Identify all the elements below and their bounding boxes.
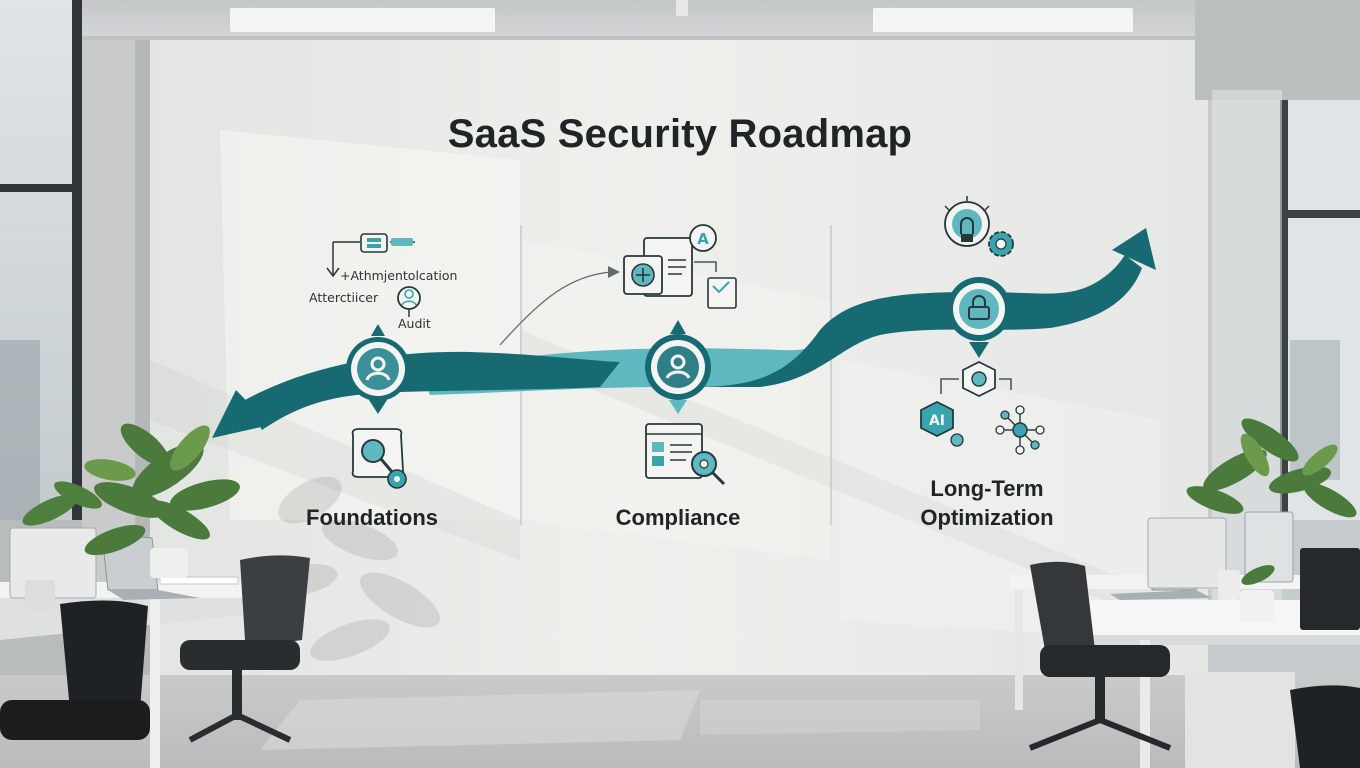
svg-text:A: A [697,230,709,248]
authentication-label: +Athmjentolcation [340,268,458,283]
roadmap-title: SaaS Security Roadmap [447,112,913,156]
audit-label: Audit [398,316,431,331]
lightbulb-gear-icon [944,196,1014,257]
document-checklist-icon: A [623,224,737,309]
browser-gear-icon [645,423,726,486]
ai-hexagon-icon: AI [920,360,1012,447]
phase-label-long-term-line2: Optimization [920,505,1054,530]
phase-label-foundations: Foundations [306,505,438,530]
phase-label-long-term-line1: Long-Term [930,476,1044,501]
attractice-label: Atterctiicer [309,290,379,305]
svg-text:AI: AI [929,413,945,429]
compliance-user-badge-icon [645,320,711,414]
network-nodes-icon [995,405,1045,455]
phase-label-compliance: Compliance [615,505,741,530]
search-gear-icon [351,428,407,489]
ribbon-arrow-left-icon [212,390,270,438]
authentication-flow-diagram [326,233,421,317]
phase-label-long-term-optimization: Long-Term Optimization [920,474,1053,532]
ribbon-arrow-right-icon [1112,228,1156,270]
lock-badge-icon [947,277,1011,358]
user-badge-icon [346,324,410,414]
